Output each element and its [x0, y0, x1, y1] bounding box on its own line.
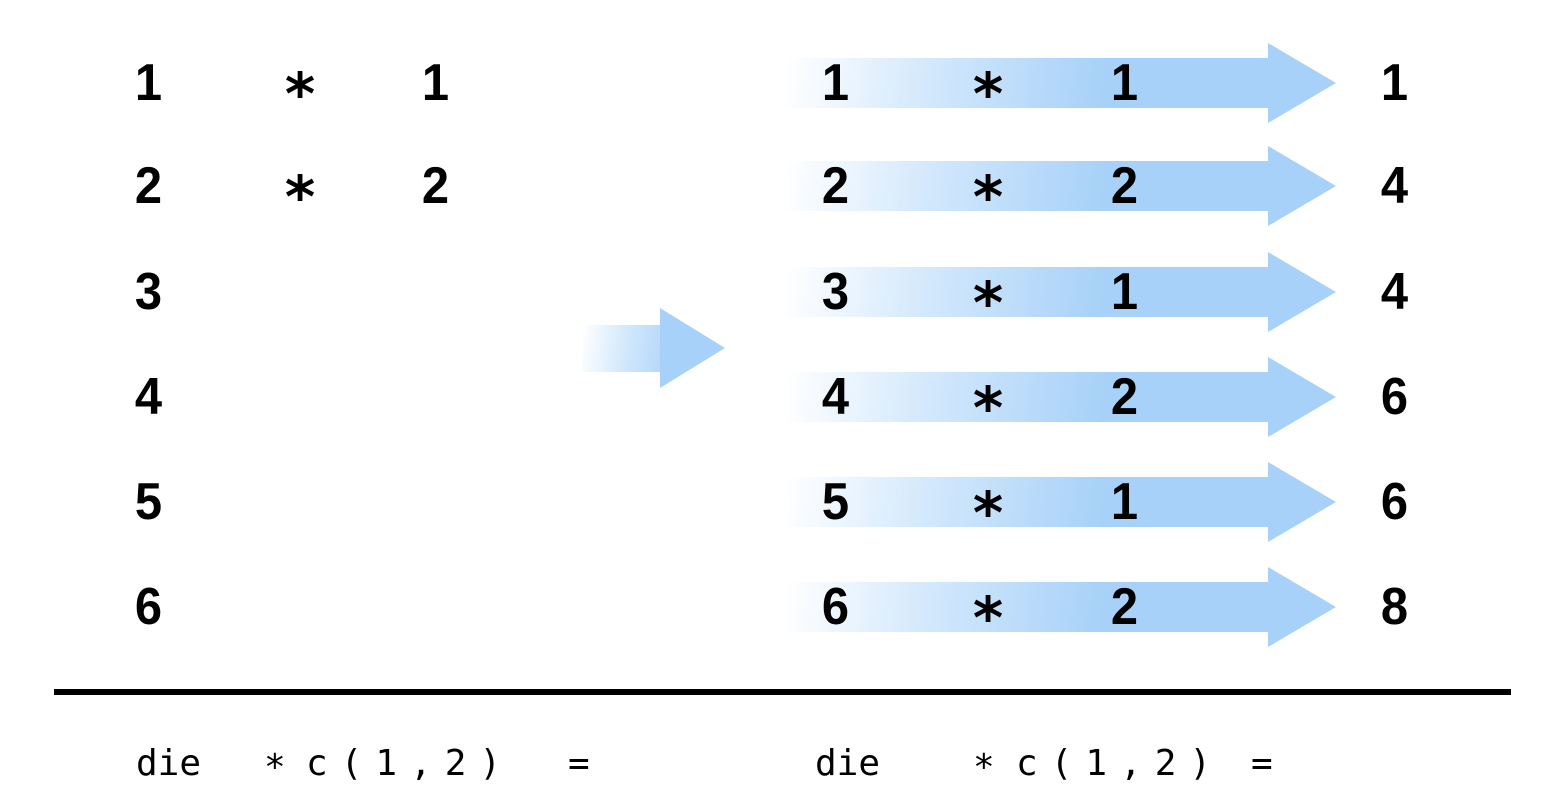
- right-c-value: 2: [1110, 157, 1138, 215]
- right-c-value: 2: [1110, 578, 1138, 636]
- asterisk-glyph: *: [972, 479, 1004, 547]
- left-die-value: 5: [134, 473, 162, 531]
- left-die-value: 1: [134, 54, 162, 112]
- caption-left-die: die: [136, 743, 202, 784]
- right-die-value: 4: [821, 368, 849, 426]
- asterisk-glyph: *: [972, 374, 1004, 442]
- caption-right-c-expression: c(1,2): [1016, 743, 1225, 784]
- right-die-value: 2: [821, 157, 849, 215]
- right-multiply-operator: *: [958, 55, 1018, 128]
- left-c-value: 2: [421, 157, 449, 215]
- right-c-value: 1: [1110, 263, 1138, 321]
- transform-arrow-icon: [660, 308, 725, 388]
- transform-arrow-body: [582, 325, 660, 372]
- right-die-value: 6: [821, 578, 849, 636]
- result-value: 1: [1380, 54, 1408, 112]
- result-value: 8: [1380, 578, 1408, 636]
- row-arrow-body: [786, 582, 1268, 632]
- asterisk-glyph: *: [972, 163, 1004, 231]
- right-multiply-operator: *: [958, 369, 1018, 442]
- asterisk-glyph: *: [972, 269, 1004, 337]
- caption-left-equals: =: [568, 743, 590, 784]
- right-multiply-operator: *: [958, 264, 1018, 337]
- caption-left-c-expression: c(1,2): [306, 743, 515, 784]
- asterisk-glyph: *: [284, 60, 316, 128]
- row-arrow-icon: [1268, 462, 1336, 542]
- caption-right-equals: =: [1251, 743, 1273, 784]
- right-multiply-operator: *: [958, 579, 1018, 652]
- right-multiply-operator: *: [958, 474, 1018, 547]
- asterisk-glyph: *: [972, 584, 1004, 652]
- divider-rule: [54, 689, 1511, 695]
- caption-right-multiply-operator: *: [973, 747, 995, 788]
- asterisk-glyph: *: [972, 60, 1004, 128]
- result-value: 4: [1380, 157, 1408, 215]
- row-arrow-icon: [1268, 43, 1336, 123]
- asterisk-glyph: *: [284, 163, 316, 231]
- result-value: 4: [1380, 263, 1408, 321]
- right-multiply-operator: *: [958, 158, 1018, 231]
- right-c-value: 2: [1110, 368, 1138, 426]
- left-multiply-operator: *: [270, 55, 330, 128]
- row-arrow-icon: [1268, 357, 1336, 437]
- left-die-value: 2: [134, 157, 162, 215]
- right-die-value: 3: [821, 263, 849, 321]
- right-c-value: 1: [1110, 473, 1138, 531]
- row-arrow-body: [786, 267, 1268, 317]
- left-die-value: 4: [134, 368, 162, 426]
- right-die-value: 5: [821, 473, 849, 531]
- right-die-value: 1: [821, 54, 849, 112]
- left-die-value: 6: [134, 578, 162, 636]
- row-arrow-body: [786, 58, 1268, 108]
- caption-left-multiply-operator: *: [264, 747, 286, 788]
- right-c-value: 1: [1110, 54, 1138, 112]
- left-multiply-operator: *: [270, 158, 330, 231]
- left-die-value: 3: [134, 263, 162, 321]
- row-arrow-icon: [1268, 146, 1336, 226]
- row-arrow-icon: [1268, 252, 1336, 332]
- left-c-value: 1: [421, 54, 449, 112]
- row-arrow-body: [786, 372, 1268, 422]
- result-value: 6: [1380, 368, 1408, 426]
- caption-right-die: die: [815, 743, 881, 784]
- row-arrow-icon: [1268, 567, 1336, 647]
- row-arrow-body: [786, 161, 1268, 211]
- row-arrow-body: [786, 477, 1268, 527]
- result-value: 6: [1380, 473, 1408, 531]
